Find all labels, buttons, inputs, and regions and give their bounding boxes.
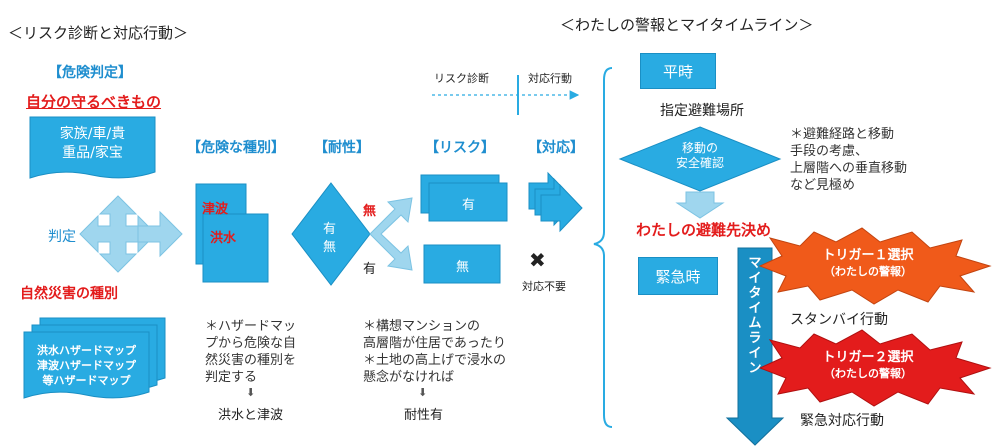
branch-yu-label: 有	[363, 262, 377, 277]
idou-line-1: 移動の	[681, 141, 718, 155]
left-section-title: ＜リスク診断と対応行動＞	[8, 24, 189, 42]
brace	[593, 67, 613, 428]
timeline-arrow	[725, 247, 785, 446]
idou-line-2: 安全確認	[675, 156, 724, 170]
note2-line-4: 懸念がなければ	[363, 370, 455, 385]
trigger2-line-2: （わたしの警報）	[824, 367, 912, 380]
note2-line-2: 高層階が住居であったり	[363, 336, 506, 351]
right-note: ＊避難経路と移動 手段の考慮、 上層階への垂直移動 など見極め	[790, 126, 907, 194]
kinkyu-box: 緊急時	[638, 257, 718, 295]
note2-result: 耐性有	[404, 408, 444, 423]
branch-mu-label: 無	[363, 204, 377, 219]
note1-result: 洪水と津波	[218, 408, 284, 423]
right-note-line-3: 上層階への垂直移動	[790, 161, 908, 176]
trigger2-text: トリガー２選択 （わたしの警報）	[798, 350, 938, 382]
assets-document-shape	[29, 116, 156, 179]
idou-diamond	[618, 126, 782, 192]
trigger1-text: トリガー１選択 （わたしの警報）	[798, 248, 938, 280]
right-section-title: ＜わたしの警報とマイタイムライン＞	[560, 16, 814, 34]
note2: ＊構想マンションの 高層階が住居であったり ＊土地の高上げで浸水の 懸念がなけれ…	[363, 318, 506, 386]
assets-line-2: 重品/家宝	[62, 145, 123, 161]
taiou-fuyou-label: 対応不要	[522, 280, 566, 293]
diamond-down-arrow	[675, 191, 725, 219]
tsunami-label: 津波	[202, 202, 229, 217]
note2-line-3: ＊土地の高上げで浸水の	[363, 353, 507, 368]
hazard-map-documents	[23, 317, 166, 399]
risk-nashi-label: 無	[456, 260, 470, 275]
cross-icon: ✖	[529, 248, 546, 272]
hazard-map-line-1: 洪水ハザードマップ	[37, 344, 136, 357]
assets-text: 家族/車/貴 重品/家宝	[30, 125, 155, 163]
trigger1-line-1: トリガー１選択	[822, 248, 914, 263]
trigger1-line-2: （わたしの警報）	[824, 265, 912, 278]
col-taiou-header: 【対応】	[528, 140, 584, 156]
standby-label: スタンバイ行動	[790, 312, 888, 328]
col-risk-header: 【リスク】	[425, 140, 495, 156]
note1-line-3: 然災害の種別を	[205, 353, 297, 368]
right-note-line-4: など見極め	[790, 178, 856, 193]
hazard-map-text: 洪水ハザードマップ 津波ハザードマップ 等ハザードマップ	[24, 343, 149, 388]
trigger1-star	[758, 227, 992, 305]
timeline-label: マイタイムライン	[748, 256, 762, 376]
right-note-line-1: ＊避難経路と移動	[790, 127, 895, 142]
hazard-map-line-3: 等ハザードマップ	[42, 374, 131, 387]
note1-line-2: プから危険な自	[205, 336, 297, 351]
idou-text: 移動の 安全確認	[660, 141, 740, 171]
note1-down-arrow-icon: ⬇	[246, 386, 256, 399]
right-note-line-2: 手段の考慮、	[790, 144, 869, 159]
flow-risk-diag: リスク診断	[434, 72, 489, 85]
note1-line-1: ＊ハザードマッ	[205, 319, 297, 334]
kinkyu-taiou-label: 緊急対応行動	[800, 413, 884, 429]
assets-line-1: 家族/車/貴	[59, 126, 126, 142]
flow-taiou-kodo: 対応行動	[528, 72, 572, 85]
trigger2-star	[758, 329, 992, 407]
disaster-types-label: 自然災害の種別	[20, 286, 118, 302]
heiji-box: 平時	[640, 53, 716, 89]
risk-nashi-box	[423, 244, 501, 284]
taisei-ari-label: 有	[323, 222, 337, 237]
kozui-box-shape	[202, 213, 269, 283]
note1-line-4: 判定する	[205, 370, 258, 385]
taisei-nashi-label: 無	[323, 240, 337, 255]
four-way-arrow	[79, 195, 183, 273]
shitei-label: 指定避難場所	[660, 103, 744, 119]
kiken-hantei-label: 【危険判定】	[48, 65, 132, 81]
col-kiken-header: 【危険な種別】	[187, 140, 285, 156]
sakigime-label: わたしの避難先決め	[636, 221, 772, 239]
taiou-arrows	[528, 171, 583, 233]
taisei-diamond	[291, 182, 371, 286]
hantei-label: 判定	[48, 229, 76, 245]
risk-ari-front	[428, 182, 508, 222]
branch-arrow	[369, 197, 413, 271]
mamoru-label: 自分の守るべきもの	[26, 93, 162, 111]
note1: ＊ハザードマッ プから危険な自 然災害の種別を 判定する	[205, 318, 296, 386]
col-taisei-header: 【耐性】	[314, 140, 370, 156]
note2-down-arrow-icon: ⬇	[418, 386, 428, 399]
trigger2-line-1: トリガー２選択	[822, 350, 914, 365]
hazard-map-line-2: 津波ハザードマップ	[37, 359, 136, 372]
kozui-label: 洪水	[210, 231, 237, 246]
risk-ari-label: 有	[462, 198, 476, 213]
note2-line-1: ＊構想マンションの	[363, 319, 481, 334]
